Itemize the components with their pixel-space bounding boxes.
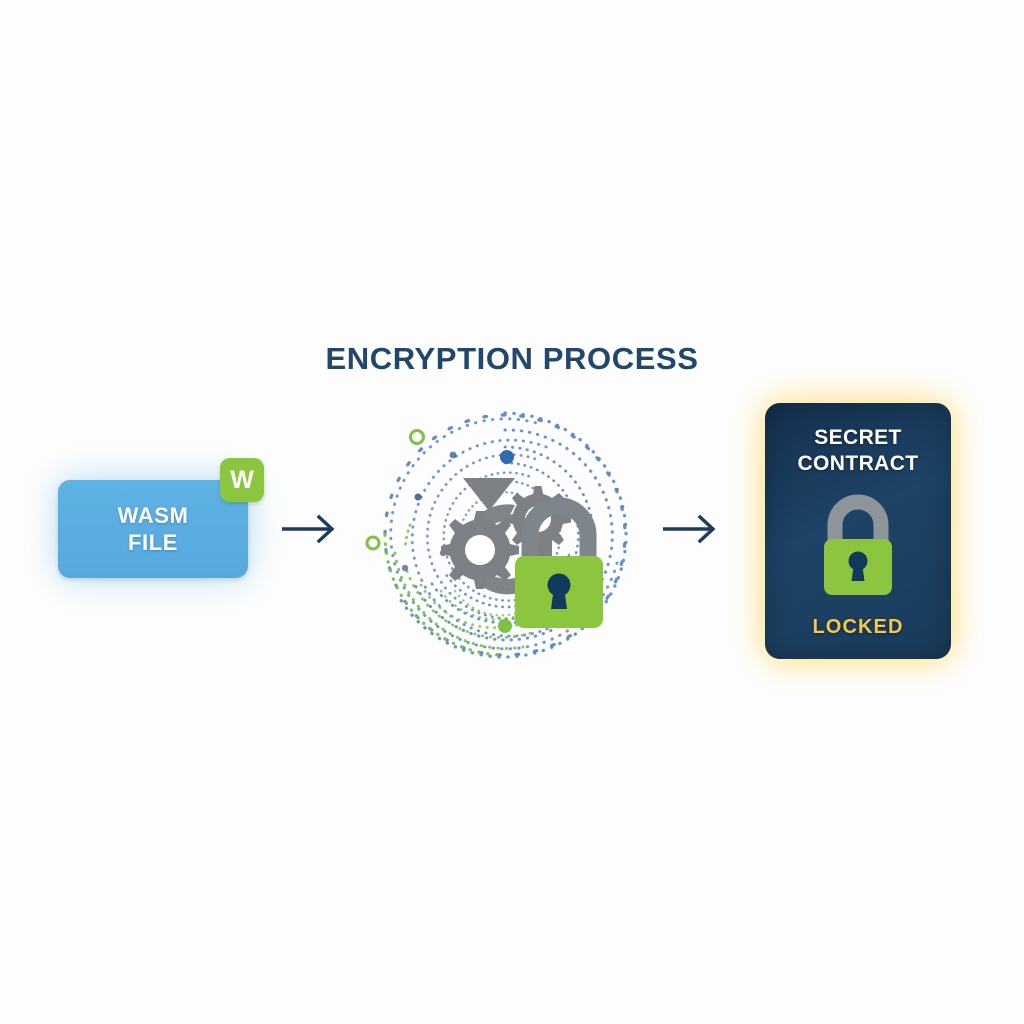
secret-contract-title-line2: CONTRACT (797, 452, 919, 475)
orbit-marker-small-dot-a (414, 493, 422, 501)
padlock-green-icon (515, 497, 603, 628)
wasm-file-node[interactable]: WASM FILE W (58, 458, 264, 580)
wasm-file-box[interactable]: WASM FILE (58, 480, 248, 578)
orbit-marker-small-dot-b (401, 564, 409, 572)
arrow-process-to-contract (663, 514, 716, 544)
orbit-marker-blue-dot (500, 450, 514, 464)
orbit-marker-green-ring-top (409, 429, 425, 445)
wasm-file-label-line1: WASM (117, 503, 189, 528)
padlock-locked-icon (806, 489, 910, 602)
status-badge: LOCKED (812, 616, 904, 638)
page-title: ENCRYPTION PROCESS (325, 341, 699, 376)
orbit-marker-green-dot (498, 619, 512, 633)
wasm-badge-letter: W (230, 465, 254, 494)
orbit-marker-small-dot-d (449, 451, 457, 459)
secret-contract-card[interactable]: SECRET CONTRACT LOCKED (765, 403, 951, 659)
gear-large-icon (441, 511, 519, 589)
secret-contract-title: SECRET CONTRACT (797, 425, 918, 477)
arrow-wasm-to-process (282, 514, 335, 544)
wasm-badge-icon: W (220, 458, 264, 502)
secret-contract-title-line1: SECRET (814, 426, 902, 449)
orbit-marker-green-ring-left (365, 535, 381, 551)
encryption-process-graphic (355, 385, 655, 685)
encryption-orbits-and-icon (365, 411, 628, 659)
wasm-file-label-line2: FILE (127, 530, 179, 555)
secret-contract-node[interactable]: SECRET CONTRACT LOCKED (749, 387, 967, 675)
